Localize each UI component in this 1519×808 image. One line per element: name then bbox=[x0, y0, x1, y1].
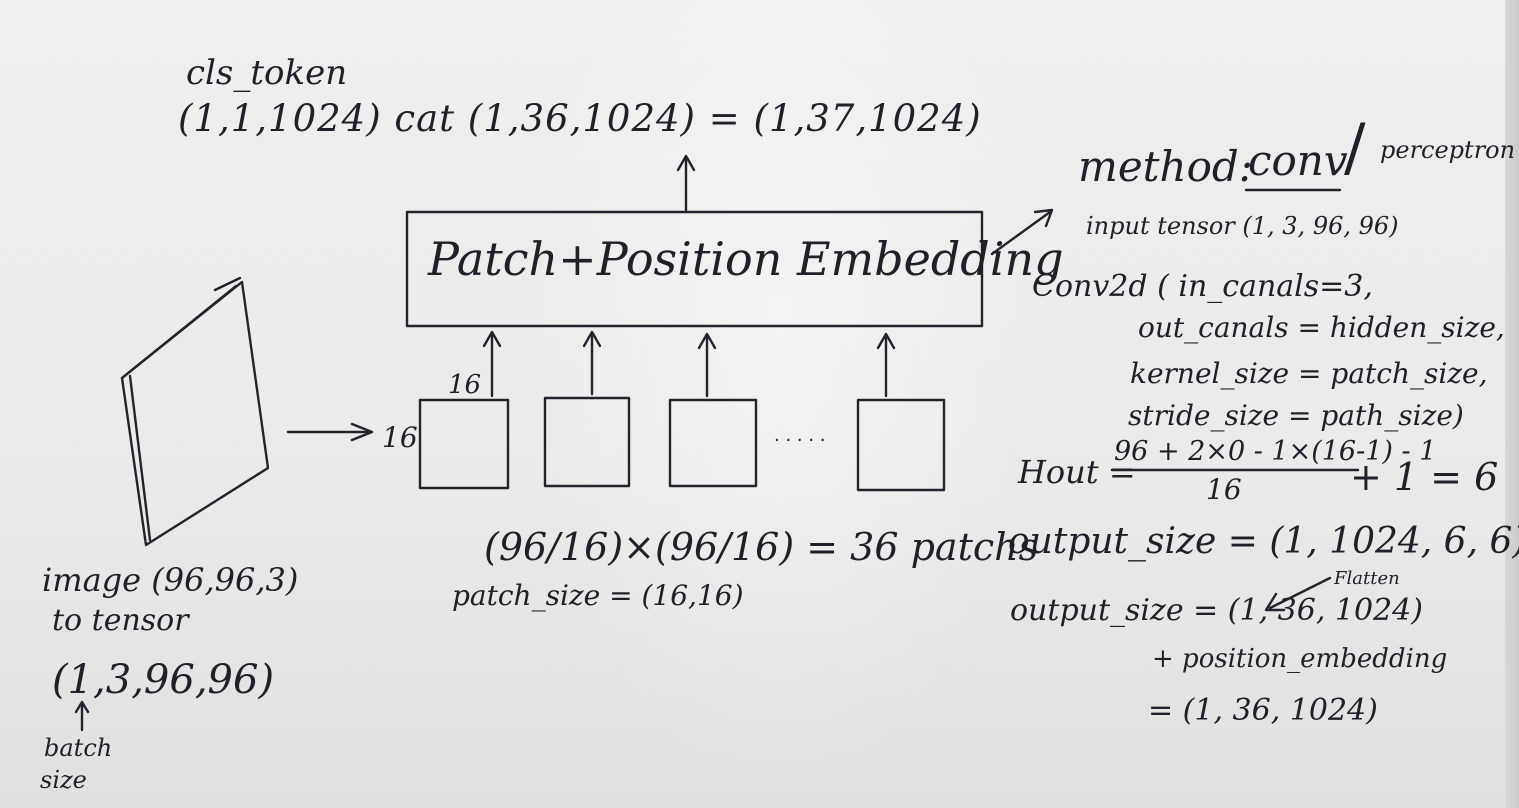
embedding-box-outline bbox=[405, 210, 984, 328]
output-size-flatten: output_size = (1, 36, 1024) bbox=[1010, 593, 1423, 628]
patch-square-3 bbox=[668, 398, 758, 488]
conv2d-line-1: Conv2d ( in_canals=3, bbox=[1032, 269, 1373, 304]
method-conv-option: conv bbox=[1248, 136, 1348, 185]
tensor-shape-label: (1,3,96,96) bbox=[52, 657, 275, 703]
patch-square-4 bbox=[856, 398, 946, 492]
plus-position-embedding: + position_embedding bbox=[1152, 644, 1448, 674]
input-tensor-label: input tensor (1, 3, 96, 96) bbox=[1086, 212, 1399, 240]
image-label: image (96,96,3) bbox=[42, 561, 299, 599]
patch-up-arrows bbox=[482, 330, 896, 398]
flatten-label: Flatten bbox=[1334, 568, 1400, 589]
box-to-method-arrow bbox=[990, 208, 1054, 256]
batch-arrow bbox=[74, 700, 90, 732]
patch-square-2 bbox=[543, 396, 631, 488]
whiteboard-edge bbox=[1505, 0, 1519, 808]
output-size-conv: output_size = (1, 1024, 6, 6) bbox=[1008, 521, 1519, 562]
cls-concat-equation: (1,1,1024) cat (1,36,1024) = (1,37,1024) bbox=[178, 97, 982, 140]
method-label: method: bbox=[1078, 142, 1253, 191]
image-slab bbox=[120, 276, 270, 547]
patch-dim-label: 16 bbox=[448, 370, 482, 400]
method-separator: / bbox=[1344, 111, 1366, 185]
patch-squares bbox=[418, 396, 946, 492]
conv2d-line-2: out_canals = hidden_size, bbox=[1138, 311, 1505, 344]
flatten-arrow bbox=[1264, 576, 1332, 612]
cls-token-label: cls_token bbox=[186, 53, 348, 93]
size-label: size bbox=[40, 766, 87, 794]
patch-size-label: patch_size = (16,16) bbox=[452, 579, 744, 612]
hout-numerator: 96 + 2×0 - 1×(16-1) - 1 bbox=[1114, 436, 1437, 467]
input-dim-label: 16 bbox=[382, 421, 418, 454]
batch-label: batch bbox=[44, 734, 113, 762]
box-to-cls-arrow bbox=[676, 154, 696, 212]
patch-ellipsis: · · · · · bbox=[774, 430, 826, 451]
hout-result: + 1 = 6 bbox=[1350, 455, 1499, 499]
final-size: = (1, 36, 1024) bbox=[1148, 693, 1378, 728]
image-to-patch-arrow bbox=[286, 422, 374, 442]
embedding-box-label: Patch+Position Embedding bbox=[428, 232, 1064, 286]
patch-count-formula: (96/16)×(96/16) = 36 patchs bbox=[484, 525, 1039, 569]
patch-square-1 bbox=[418, 398, 510, 490]
conv2d-line-4: stride_size = path_size) bbox=[1128, 399, 1464, 432]
hout-label: Hout = bbox=[1018, 453, 1136, 491]
conv2d-line-3: kernel_size = patch_size, bbox=[1130, 357, 1488, 390]
method-perceptron-option: perceptron bbox=[1380, 136, 1516, 164]
hout-denominator: 16 bbox=[1206, 473, 1242, 506]
to-tensor-label: to tensor bbox=[52, 603, 189, 638]
